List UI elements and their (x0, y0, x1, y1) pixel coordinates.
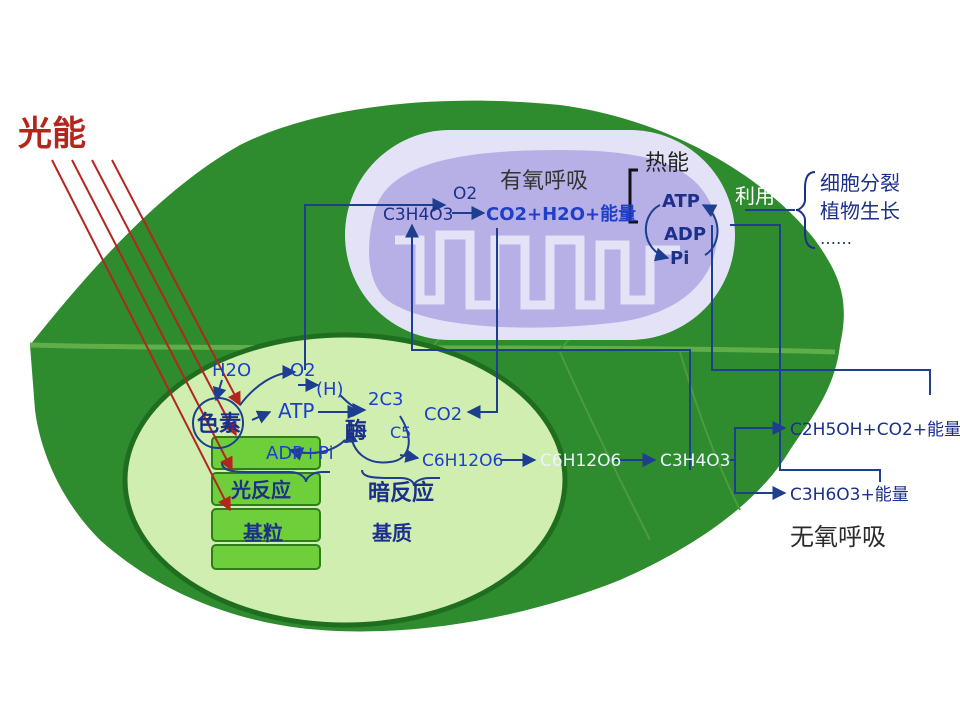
mito-adp: ADP (664, 224, 706, 245)
cyto-pyruvate: C3H4O3 (660, 451, 730, 471)
chloro-glucose: C6H12O6 (422, 451, 503, 471)
mito-pyruvate: C3H4O3 (383, 205, 453, 225)
mito-pi: Pi (670, 248, 689, 269)
use-label: 利用 (735, 184, 775, 208)
grana-label: 基粒 (243, 521, 283, 545)
stroma-label: 基质 (372, 521, 412, 545)
adp-pi-label: ADP+Pi (266, 443, 334, 464)
mito-oxygen: O2 (453, 184, 477, 204)
dark-reaction-label: 暗反应 (368, 480, 434, 506)
use-item-2: …… (820, 229, 852, 248)
mito-atp: ATP (662, 191, 700, 212)
aerobic-title: 有氧呼吸 (500, 169, 588, 194)
chloro-c3: 2C3 (368, 389, 403, 410)
chloroplast (122, 332, 568, 628)
ethanol-equation: C2H5OH+CO2+能量 (790, 420, 960, 440)
light-reaction-label: 光反应 (230, 478, 291, 502)
water-label: H2O (212, 360, 251, 381)
pigment-circle (192, 397, 244, 449)
light-label: 光能 (18, 114, 86, 154)
cyto-glucose: C6H12O6 (540, 451, 621, 471)
enzyme-label: 酶 (345, 419, 367, 444)
pigment-label: 色素 (197, 411, 241, 437)
uses-brace (795, 171, 816, 249)
anaerobic-label: 无氧呼吸 (790, 523, 886, 551)
heat-label: 热能 (645, 151, 689, 176)
chloro-c5: C5 (390, 423, 411, 442)
heat-bracket (628, 168, 638, 224)
lactic-equation: C3H6O3+能量 (790, 485, 909, 505)
grana-stack (211, 436, 321, 570)
chloro-oxygen: O2 (290, 360, 316, 381)
light-rays (51, 159, 241, 512)
use-item-1: 植物生长 (820, 199, 900, 223)
chloro-co2: CO2 (424, 404, 462, 425)
aerobic-equation: CO2+H2O+能量 (486, 203, 636, 225)
pathway-arrows (212, 198, 931, 500)
chloro-atp: ATP (278, 399, 314, 423)
use-item-0: 细胞分裂 (820, 171, 900, 195)
hydrogen-label: (H) (316, 379, 344, 400)
